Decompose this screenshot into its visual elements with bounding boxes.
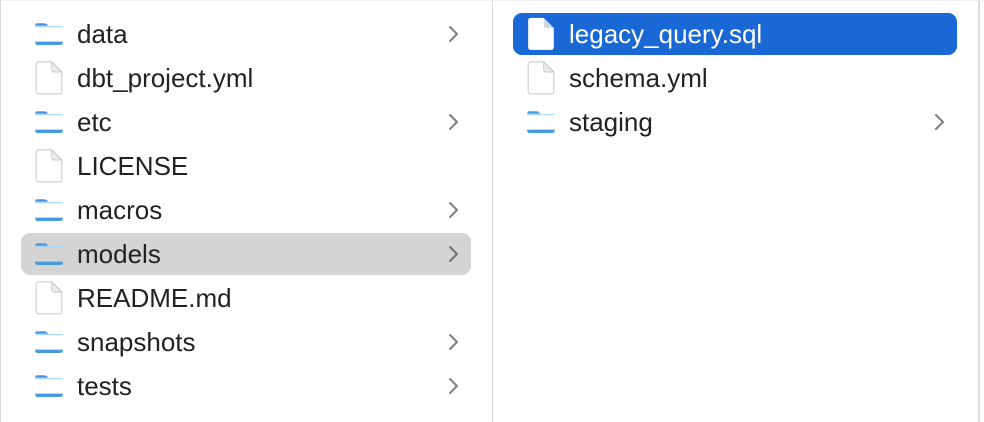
list-item-data[interactable]: data	[1, 12, 492, 56]
list-item-staging[interactable]: staging	[493, 100, 978, 144]
chevron-right-icon	[448, 333, 459, 351]
selection-highlight	[513, 13, 957, 55]
list-item-legacy-query-sql[interactable]: legacy_query.sql	[493, 12, 978, 56]
item-label: legacy_query.sql	[569, 18, 763, 49]
item-label: macros	[77, 194, 163, 225]
list-item-readme-md[interactable]: README.md	[1, 276, 492, 320]
item-label: data	[77, 18, 128, 49]
item-label: staging	[569, 106, 653, 137]
folder-icon	[34, 369, 64, 403]
chevron-right-icon	[448, 25, 459, 43]
document-icon	[526, 17, 556, 51]
list-item-schema-yml[interactable]: schema.yml	[493, 56, 978, 100]
document-icon	[34, 61, 64, 95]
list-item-macros[interactable]: macros	[1, 188, 492, 232]
list-item-dbt-project-yml[interactable]: dbt_project.yml	[1, 56, 492, 100]
list-item-license[interactable]: LICENSE	[1, 144, 492, 188]
folder-icon	[526, 105, 556, 139]
chevron-right-icon	[448, 245, 459, 263]
item-label: dbt_project.yml	[77, 62, 254, 93]
item-label: etc	[77, 106, 112, 137]
folder-icon	[34, 237, 64, 271]
chevron-right-icon	[448, 113, 459, 131]
item-label: models	[77, 238, 161, 269]
document-icon	[34, 281, 64, 315]
chevron-right-icon	[934, 113, 945, 131]
list-item-snapshots[interactable]: snapshots	[1, 320, 492, 364]
list-item-etc[interactable]: etc	[1, 100, 492, 144]
folder-icon	[34, 325, 64, 359]
folder-icon	[34, 17, 64, 51]
finder-column-1: data dbt_project.yml etc LICENSE macros	[1, 1, 493, 422]
document-icon	[34, 149, 64, 183]
item-label: schema.yml	[569, 62, 708, 93]
chevron-right-icon	[448, 377, 459, 395]
folder-icon	[34, 105, 64, 139]
selection-highlight	[21, 233, 471, 275]
finder-column-2: legacy_query.sql schema.yml staging	[493, 1, 980, 422]
chevron-right-icon	[448, 201, 459, 219]
list-item-models[interactable]: models	[1, 232, 492, 276]
document-icon	[526, 61, 556, 95]
list-item-tests[interactable]: tests	[1, 364, 492, 408]
item-label: snapshots	[77, 326, 196, 357]
item-label: LICENSE	[77, 150, 189, 181]
item-label: README.md	[77, 282, 232, 313]
folder-icon	[34, 193, 64, 227]
item-label: tests	[77, 370, 132, 401]
